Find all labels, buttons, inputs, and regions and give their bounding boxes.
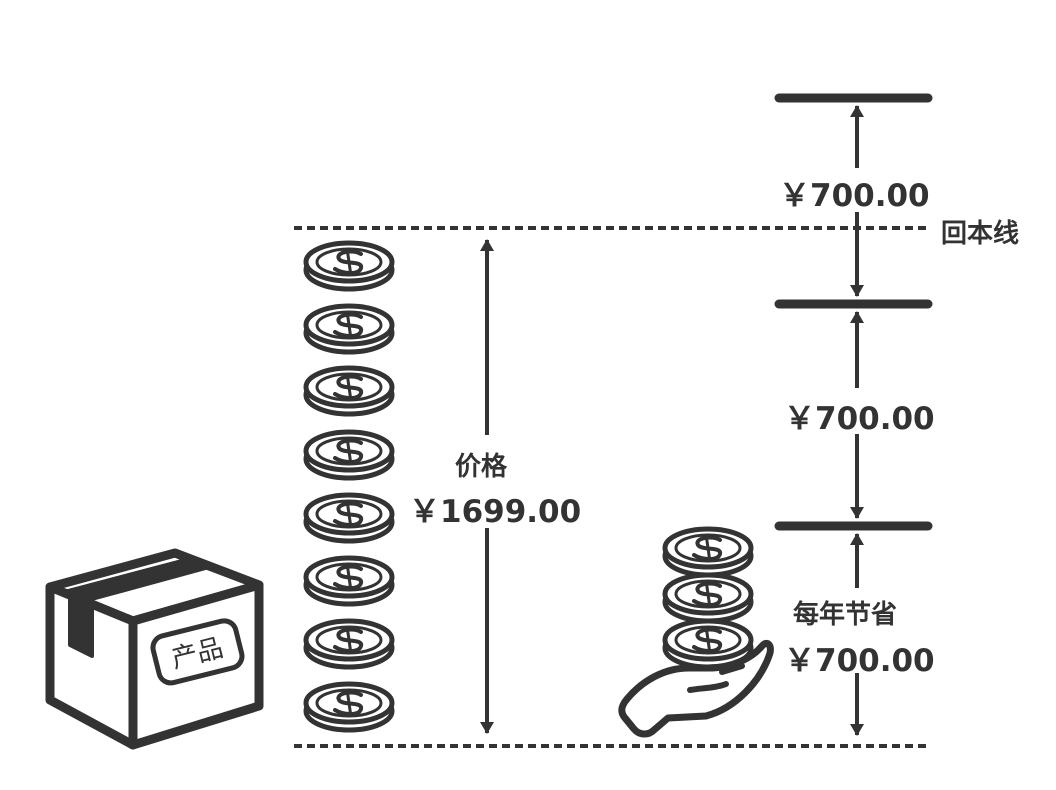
price-label: 价格 [455, 452, 508, 482]
coin-icon [306, 306, 392, 352]
coin-icon [306, 368, 392, 414]
increment-top-value: ￥700.00 [779, 178, 930, 214]
break-even-label: 回本线 [941, 219, 1020, 249]
coin-icon [306, 243, 392, 289]
annual-saving-value: ￥700.00 [784, 643, 935, 679]
hand-holding-coins-icon [618, 529, 774, 738]
coin-icon [665, 529, 751, 575]
coin-icon [306, 684, 392, 730]
increment-middle-value: ￥700.00 [784, 401, 935, 437]
price-value: ￥1699.00 [409, 494, 582, 530]
coin-icon [665, 575, 751, 621]
price-coin-stack [306, 243, 392, 730]
annual-saving-label: 每年节省 [793, 600, 898, 630]
coin-icon [306, 432, 392, 478]
cardboard-box-icon [45, 548, 264, 750]
coin-icon [306, 558, 392, 604]
coin-icon [306, 495, 392, 541]
coin-icon [306, 621, 392, 667]
